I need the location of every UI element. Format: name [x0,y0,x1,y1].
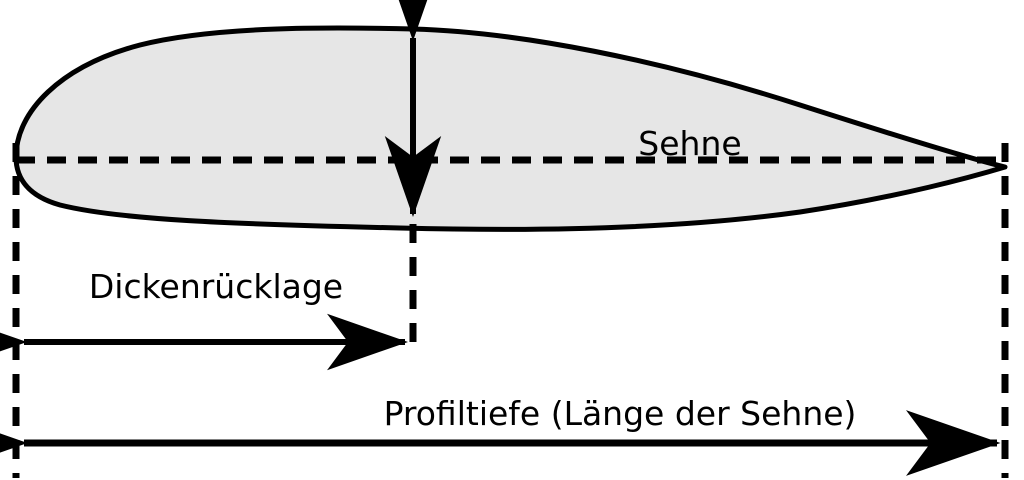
label-chord: Sehne [638,124,741,163]
label-thickness-position: Dickenrücklage [89,267,343,306]
airfoil-profile-shape [13,25,1008,232]
label-chord-length: Profiltiefe (Länge der Sehne) [384,394,857,433]
